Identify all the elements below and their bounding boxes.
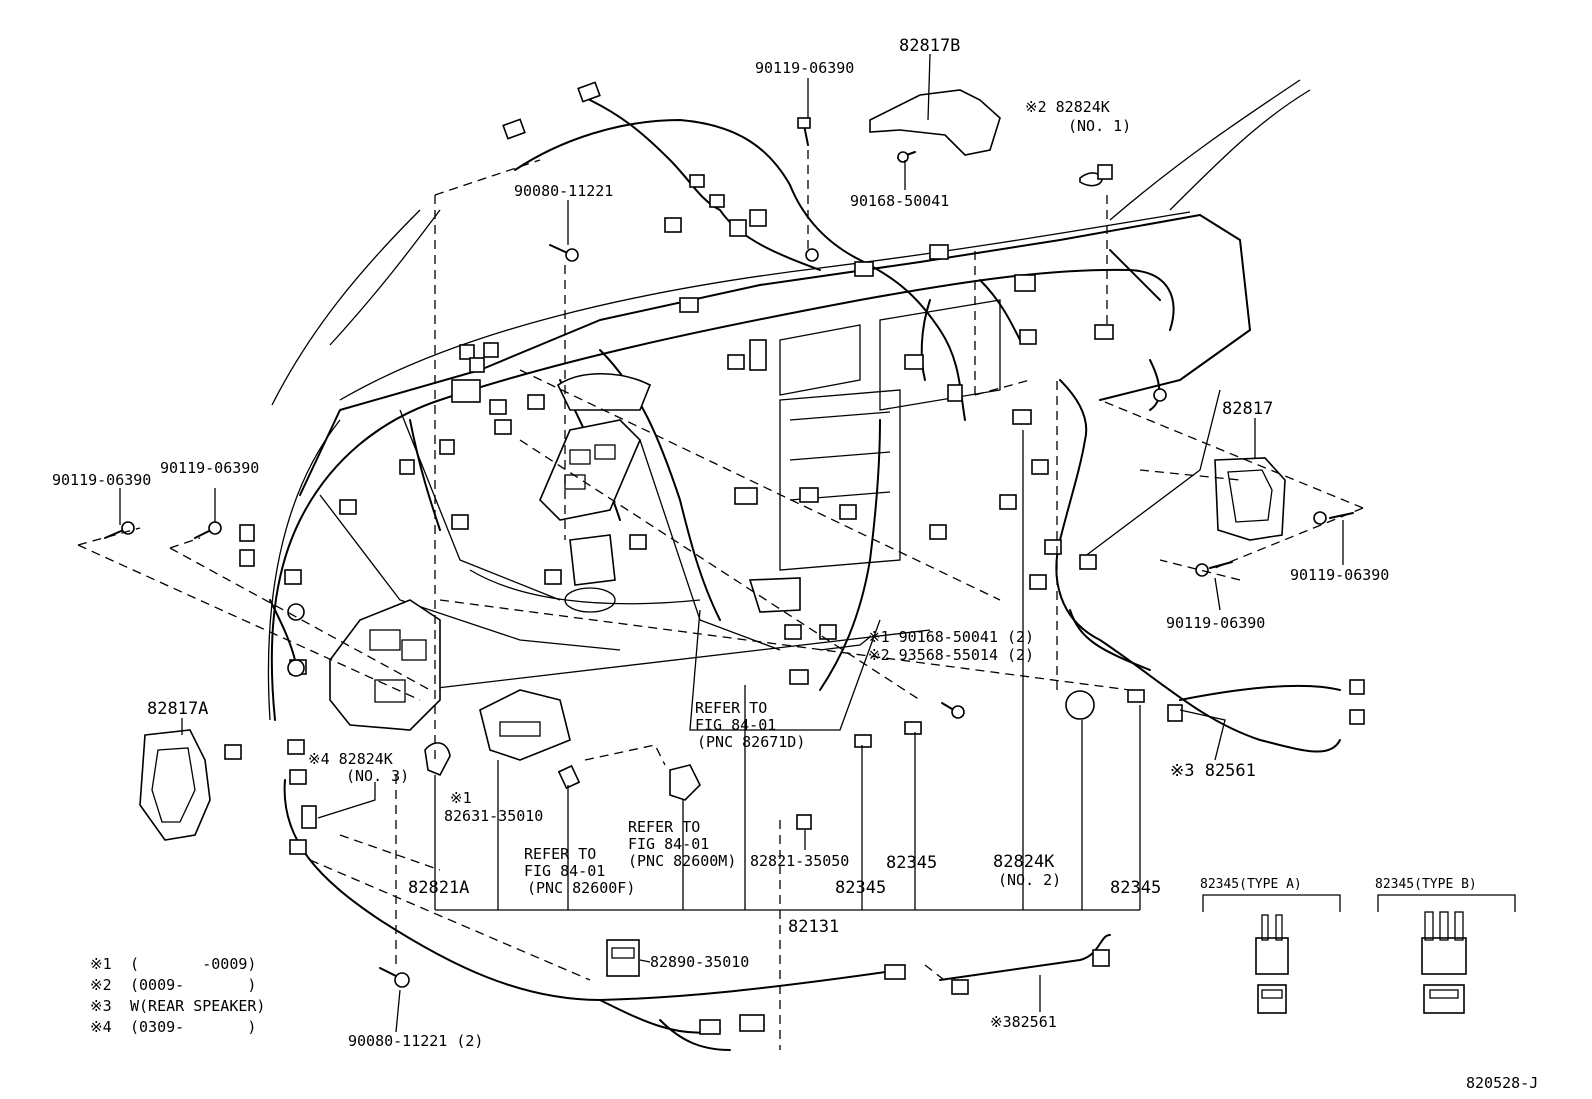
footnote-text: ( -0009) [130,955,256,973]
label-90080-top: 90080-11221 [514,182,613,200]
label-82561-bottom: ※382561 [990,1013,1057,1031]
label-82817a: 82817A [147,699,208,719]
leader-lines [119,53,1516,1033]
label-refer-82600m-1: REFER TO [628,818,700,836]
footnote-mark: ※2 [90,976,112,994]
bolt-icon [194,521,222,539]
label-90080-bottom: 90080-11221 (2) [348,1032,483,1050]
label-82631: 82631-35010 [444,807,543,825]
label-refer-82600m-3: (PNC 82600M) [628,852,736,870]
label-refer-82600f-2: FIG 84-01 [524,862,605,880]
label-82131: 82131 [788,917,839,937]
bolt-icon [1313,511,1354,525]
main-wire-harness [269,99,1341,1051]
label-note2-nut: ※2 93568-55014 (2) [868,646,1034,664]
label-82345-a: 82345 [886,853,937,873]
label-82824k-no2: 82824K [993,852,1055,872]
label-82345-c: 82345 [1110,878,1161,898]
label-refer-82600m-2: FIG 84-01 [628,835,709,853]
part-labels: 82817B 90119-06390 ※2 82824K (NO. 1) 901… [52,36,1538,1092]
label-82824k-no3: ※4 82824K [308,750,393,768]
bracket-82817a-icon [139,729,211,841]
assembly-dash-lines [77,150,1364,1050]
label-refer-82671d-2: FIG 84-01 [695,716,776,734]
label-82817: 82817 [1222,399,1273,419]
label-90119-top: 90119-06390 [755,59,854,77]
label-type-b: 82345(TYPE B) [1375,877,1477,892]
label-90168: 90168-50041 [850,192,949,210]
label-82824k-no3-sub: (NO. 3) [346,767,409,785]
bolt-icon [1195,561,1233,577]
bolt-icon [379,967,410,988]
label-refer-82600f-3: (PNC 82600F) [527,879,635,897]
label-82821a: 82821A [408,878,469,898]
label-82821-35050: 82821-35050 [750,852,849,870]
label-90119-right: 90119-06390 [1290,566,1389,584]
label-82561-right: ※3 82561 [1170,761,1256,781]
label-90119-right2: 90119-06390 [1166,614,1265,632]
label-82631-mark: ※1 [450,789,472,807]
label-82890: 82890-35010 [650,953,749,971]
footnote-mark: ※3 [90,997,112,1015]
footnote-text: (0009- ) [130,976,256,994]
relay-type-a-detail [1255,914,1289,1014]
bracket-82817b-icon [869,89,1001,156]
label-type-a: 82345(TYPE A) [1200,877,1302,892]
label-90119-left1: 90119-06390 [52,471,151,489]
footnote-text: (0309- ) [130,1018,256,1036]
label-82824k-no1-sub: (NO. 1) [1068,117,1131,135]
label-82345-b: 82345 [835,878,886,898]
label-82817b: 82817B [899,36,960,56]
bolt-icon [549,244,579,262]
label-refer-82671d-3: (PNC 82671D) [697,733,805,751]
connectors [224,81,1365,1035]
diagram-id: 820528-J [1466,1074,1538,1092]
bolt-icon [941,702,965,719]
label-82824k-no2-sub: (NO. 2) [998,871,1061,889]
bolt-icon [797,117,811,146]
footnote-mark: ※4 [90,1018,112,1036]
label-90119-left2: 90119-06390 [160,459,259,477]
label-note1-bolt: ※1 90168-50041 (2) [868,628,1034,646]
part-illustrations [104,89,1354,988]
label-refer-82671d-1: REFER TO [695,699,767,717]
label-82824k-no1: ※2 82824K [1025,98,1110,116]
footnotes: ※1 ( -0009) ※2 (0009- ) ※3 W(REAR SPEAKE… [90,955,265,1036]
label-refer-82600f-1: REFER TO [524,845,596,863]
footnote-text: W(REAR SPEAKER) [130,997,265,1015]
footnote-mark: ※1 [90,955,112,973]
bolt-icon [897,151,916,163]
relay-type-b-detail [1421,911,1467,1014]
